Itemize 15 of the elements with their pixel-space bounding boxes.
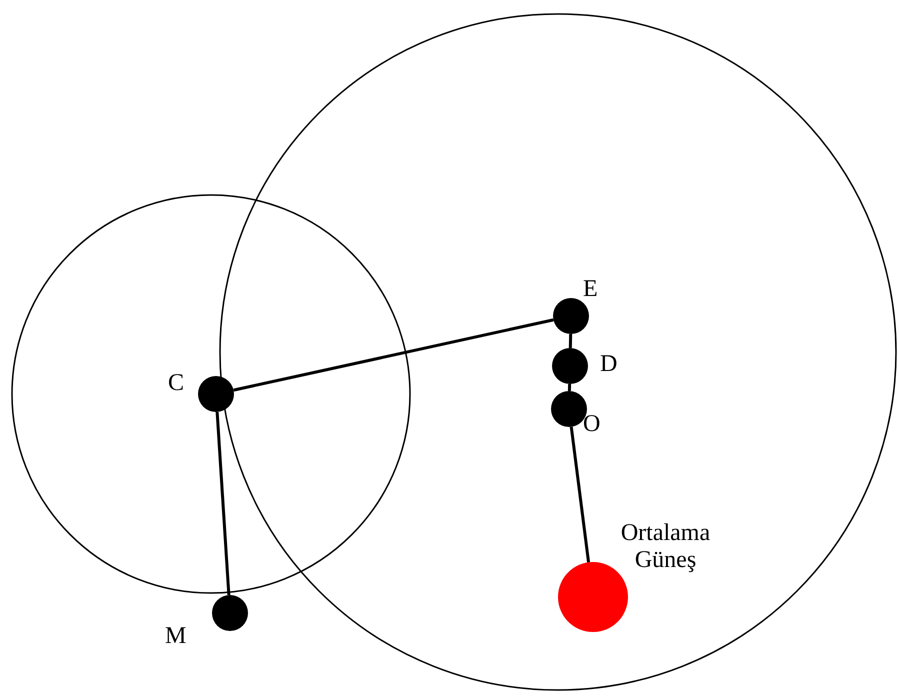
connector-line [568,334,572,348]
point-dot [552,348,588,384]
point-label: O [583,411,602,438]
connector-line [233,318,554,392]
point-label: E [583,276,599,303]
point-label: D [600,351,618,378]
connector-line [216,412,230,596]
point-dot [553,298,589,334]
point-label: Ortalama Güneş [620,520,712,574]
point-dot [198,376,234,412]
connector-line [570,426,590,562]
connector-line [568,384,572,392]
point-label: M [165,623,188,650]
point-label: C [168,370,186,397]
point-dot [212,595,248,631]
